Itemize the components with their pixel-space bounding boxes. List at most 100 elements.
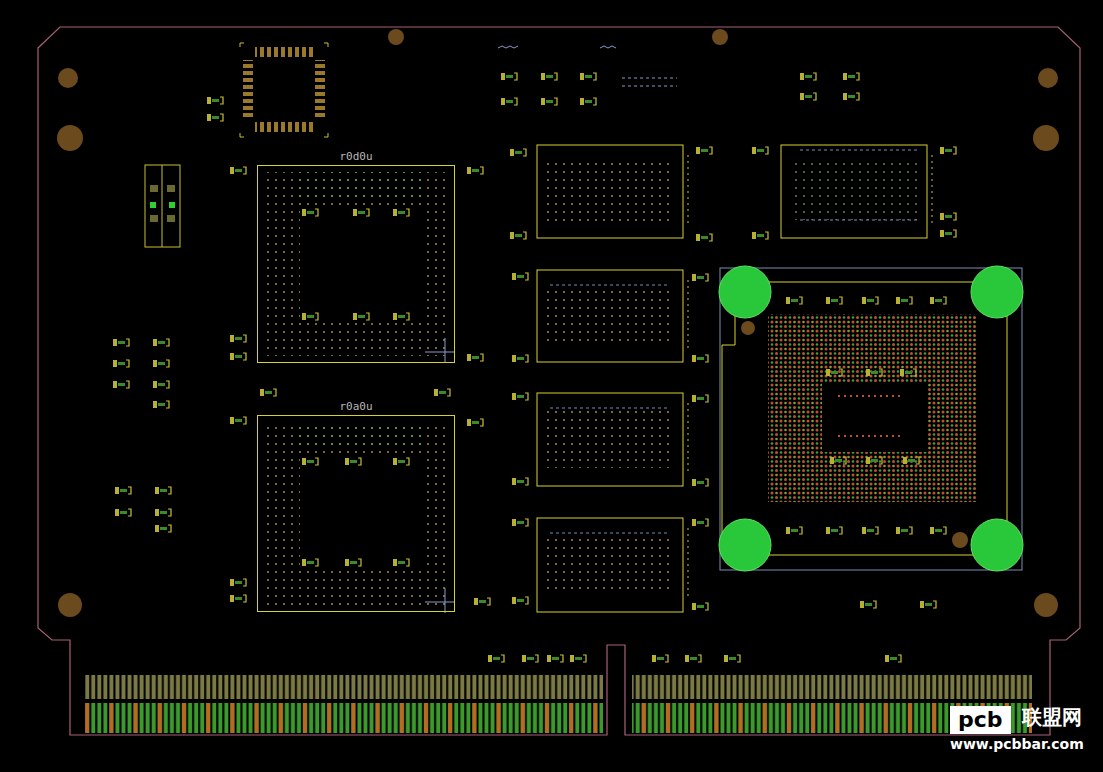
capacitor	[843, 93, 859, 100]
capacitor	[512, 273, 528, 280]
capacitor	[434, 389, 450, 396]
mounting-hole	[1034, 593, 1058, 617]
capacitor	[512, 393, 528, 400]
capacitor	[903, 457, 919, 464]
chip-footprint: r0a0u	[257, 415, 455, 612]
pad-row	[255, 47, 315, 57]
capacitor	[115, 487, 131, 494]
capacitor	[474, 598, 490, 605]
capacitor	[353, 313, 369, 320]
capacitor	[580, 73, 596, 80]
capacitor	[692, 603, 708, 610]
capacitor	[826, 297, 842, 304]
mounting-hole	[388, 29, 404, 45]
capacitor	[692, 395, 708, 402]
pin-field	[545, 160, 675, 225]
capacitor	[862, 527, 878, 534]
bga-outline	[722, 282, 1007, 555]
capacitor	[896, 527, 912, 534]
capacitor	[547, 655, 563, 662]
jumper-pad	[150, 202, 156, 208]
bga-balls	[768, 314, 976, 502]
capacitor	[153, 360, 169, 367]
jumper-outline	[145, 165, 180, 247]
capacitor	[786, 297, 802, 304]
capacitor	[866, 457, 882, 464]
pin-field	[545, 285, 675, 345]
pin-field	[545, 533, 675, 593]
capacitor	[393, 458, 409, 465]
capacitor	[862, 297, 878, 304]
capacitor	[345, 559, 361, 566]
capacitor	[580, 98, 596, 105]
part-designator: r0a0u	[258, 400, 454, 413]
capacitor	[920, 601, 936, 608]
capacitor	[940, 213, 956, 220]
capacitor	[302, 209, 318, 216]
capacitor	[685, 655, 701, 662]
fiducial	[425, 338, 455, 613]
mounting-hole	[58, 593, 82, 617]
jumper-pad	[150, 185, 158, 192]
capacitor	[900, 369, 916, 376]
capacitor	[843, 73, 859, 80]
capacitor	[393, 559, 409, 566]
bga-center-balls	[838, 396, 900, 436]
capacitor	[724, 655, 740, 662]
capacitor	[467, 419, 483, 426]
capacitor	[353, 209, 369, 216]
pad-row	[255, 122, 315, 132]
memory-pins	[545, 150, 932, 598]
mounting-hole	[58, 68, 78, 88]
finger-row	[85, 703, 603, 733]
capacitor	[113, 339, 129, 346]
memory-chip	[781, 145, 927, 238]
jumper-pad	[167, 185, 175, 192]
jumper-divider	[162, 165, 163, 247]
mounting-pad	[719, 266, 771, 318]
silk-mark	[622, 78, 677, 86]
capacitor	[113, 360, 129, 367]
silk-mark	[498, 46, 616, 48]
capacitor	[393, 209, 409, 216]
mounting-hole	[57, 125, 83, 151]
capacitor	[930, 527, 946, 534]
capacitor	[696, 234, 712, 241]
watermark: pcb	[950, 706, 1011, 734]
capacitor	[830, 457, 846, 464]
capacitor	[207, 114, 223, 121]
mounting-pad	[971, 266, 1023, 318]
capacitor	[570, 655, 586, 662]
mounting-hole	[1038, 68, 1058, 88]
finger-row	[632, 675, 1032, 699]
watermark: 联盟网	[1022, 706, 1082, 728]
pin-field	[545, 408, 675, 468]
capacitor	[230, 579, 246, 586]
capacitor	[302, 559, 318, 566]
capacitor	[302, 458, 318, 465]
capacitor	[230, 417, 246, 424]
capacitor	[260, 389, 276, 396]
mounting-hole	[712, 29, 728, 45]
capacitor	[930, 297, 946, 304]
capacitor	[692, 519, 708, 526]
pin-field	[295, 172, 425, 197]
bga-footprint	[719, 266, 1023, 571]
pin-field	[295, 422, 425, 447]
edge-connector	[85, 675, 1032, 733]
capacitor	[940, 230, 956, 237]
capacitor	[467, 167, 483, 174]
capacitor	[940, 147, 956, 154]
capacitor	[207, 97, 223, 104]
capacitor	[800, 73, 816, 80]
part-designator: r0d0u	[258, 150, 454, 163]
capacitor	[826, 527, 842, 534]
capacitor	[896, 297, 912, 304]
chip-pins	[265, 172, 455, 613]
capacitor	[541, 73, 557, 80]
chip-footprint: r0d0u	[257, 165, 455, 363]
capacitor	[752, 232, 768, 239]
mounting-holes	[57, 29, 1059, 617]
memory-chip	[537, 518, 683, 612]
capacitor	[692, 274, 708, 281]
